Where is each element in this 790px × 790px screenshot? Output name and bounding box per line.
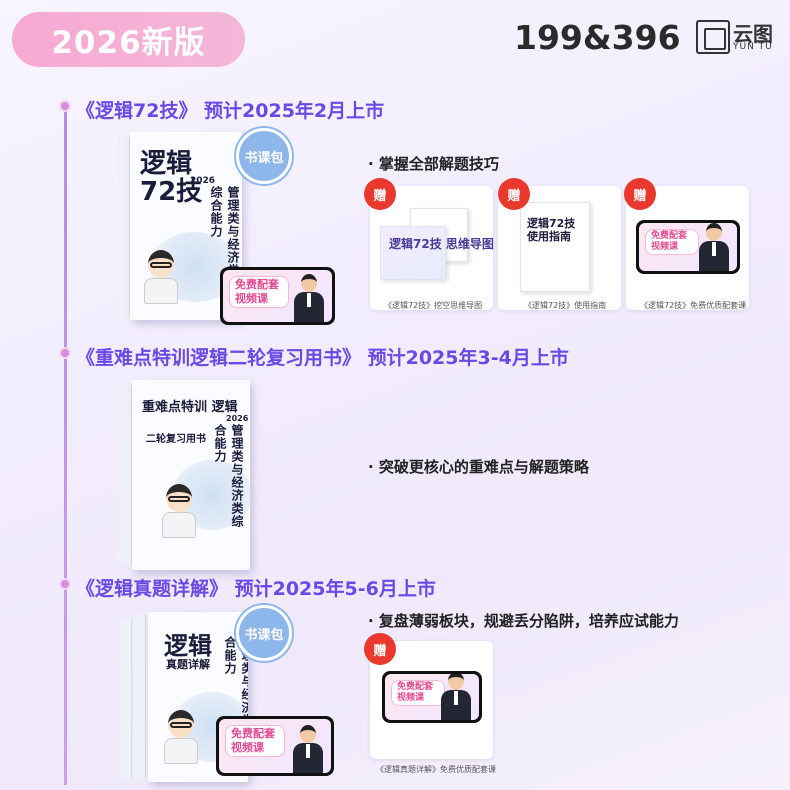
- section-bullet: · 复盘薄弱板块，规避丢分陷阱，培养应试能力: [368, 612, 679, 630]
- timeline-dot: [59, 100, 71, 112]
- gift-card: 免费配套视频课 《逻辑72技》免费优质配套课: [626, 186, 749, 310]
- gift-caption: 《逻辑真题详解》免费优质配套课: [376, 765, 496, 774]
- book-vertical-text: 管理类与经济类综合能力: [223, 636, 248, 740]
- logo-name: 云图: [733, 22, 773, 46]
- section-heading: 《逻辑72技》 预计2025年2月上市: [76, 100, 385, 122]
- section-bullet: · 突破更核心的重难点与解题策略: [368, 458, 589, 476]
- video-phone: 免费配套视频课: [382, 671, 482, 723]
- teacher-icon: [292, 274, 326, 322]
- guide-book: 逻辑72技 使用指南: [520, 202, 590, 292]
- book-spine: [120, 618, 132, 778]
- gift-card: 逻辑72技 使用指南 《逻辑72技》使用指南: [498, 186, 621, 310]
- book-year: 2026: [226, 414, 249, 423]
- book-vertical-text: 管理类与经济类综合能力: [209, 186, 240, 277]
- gift-caption: 《逻辑72技》免费优质配套课: [640, 301, 747, 310]
- book-title: 重难点特训 逻辑: [142, 400, 238, 415]
- gift-mark-icon: 赠: [624, 178, 656, 210]
- video-course-label: 免费配套视频课: [229, 276, 289, 308]
- mindmap-book: 逻辑72技 思维导图: [380, 226, 494, 280]
- cartoon-teacher: [160, 484, 200, 540]
- section-heading: 《重难点特训逻辑二轮复习用书》 预计2025年3-4月上市: [76, 347, 569, 369]
- section-bullet: · 掌握全部解题技巧: [368, 155, 499, 173]
- teacher-icon: [439, 674, 473, 720]
- book-title: 逻辑72技: [140, 149, 203, 207]
- book-spine: [118, 137, 130, 315]
- yuntu-logo-icon: [696, 20, 730, 54]
- cartoon-teacher: [162, 710, 202, 766]
- timeline-dot: [59, 347, 71, 359]
- gift-item: 逻辑72技 思维导图: [389, 237, 494, 251]
- book-course-stamp: 书课包: [236, 605, 292, 661]
- book-year: 2026: [190, 176, 216, 186]
- video-phone: 免费配套视频课: [220, 267, 335, 325]
- book-cover-key-points: 重难点特训 逻辑 二轮复习用书 2026 管理类与经济类综合能力: [132, 380, 250, 570]
- video-course-label: 免费配套视频课: [225, 725, 285, 757]
- gift-caption: 《逻辑72技》使用指南: [524, 301, 607, 310]
- teacher-icon: [697, 223, 731, 271]
- gift-mark-icon: 赠: [364, 178, 396, 210]
- gift-item: 免费配套视频课: [391, 680, 445, 706]
- book-course-stamp: 书课包: [236, 128, 292, 184]
- exam-code: 199&396: [514, 18, 681, 57]
- gift-mark-icon: 赠: [364, 633, 396, 665]
- teacher-icon: [291, 725, 325, 773]
- gift-mark-icon: 赠: [498, 178, 530, 210]
- gift-item: 免费配套视频课: [645, 229, 699, 255]
- edition-badge: 2026新版: [12, 12, 245, 67]
- book-subtitle: 真题详解: [166, 658, 210, 671]
- gift-caption: 《逻辑72技》挖空思维导图: [384, 301, 483, 310]
- gift-card: 逻辑72技 思维导图 《逻辑72技》挖空思维导图: [370, 186, 494, 310]
- book-subtitle: 二轮复习用书: [146, 434, 206, 445]
- cartoon-teacher: [142, 250, 182, 306]
- video-phone: 免费配套视频课: [216, 716, 334, 776]
- logo-sub: YUN TU: [733, 42, 773, 52]
- book-spine: [118, 386, 132, 564]
- timeline-dot: [59, 578, 71, 590]
- video-phone: 免费配套视频课: [636, 220, 740, 274]
- section-heading: 《逻辑真题详解》 预计2025年5-6月上市: [76, 578, 436, 600]
- book-cover-72: 逻辑72技 2026 管理类与经济类综合能力: [130, 132, 242, 320]
- book-title: 逻辑: [164, 632, 212, 660]
- timeline-line: [64, 105, 67, 785]
- gift-item: 逻辑72技 使用指南: [527, 217, 576, 243]
- book-vertical-text: 管理类与经济类综合能力: [213, 424, 244, 528]
- book-spine: [134, 614, 146, 778]
